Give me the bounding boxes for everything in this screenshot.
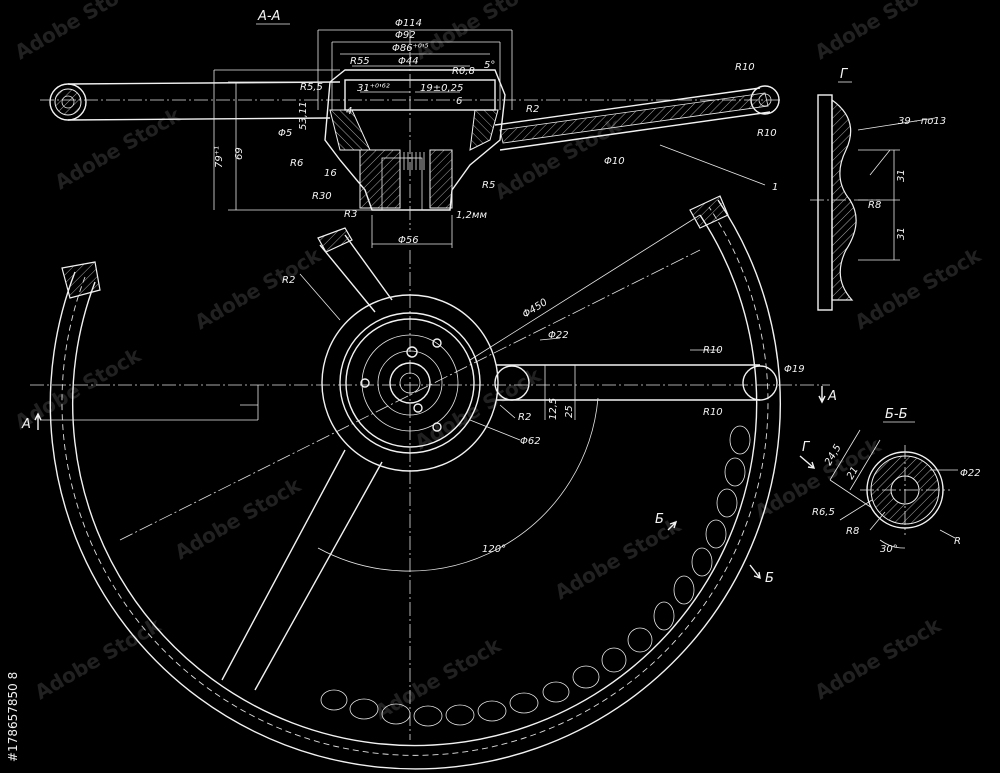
dim-bb-d22: Φ22 [960,468,981,479]
watermark-text: Adobe Stock [191,243,326,335]
dim-g-r8: R8 [868,200,881,211]
section-aa-view: А-А [40,9,780,248]
watermark-text: Adobe Stock [11,0,146,64]
dim-12-5: 12,5 [548,398,559,420]
dim-r30: R30 [312,191,332,202]
dim-d62: Φ62 [520,436,541,447]
dim-d19: 19±0,25 [420,83,463,94]
dim-main-r10a: R10 [703,345,723,356]
watermark-text: Adobe Stock [551,513,686,605]
watermark-text: Adobe Stock [811,0,946,64]
dim-5deg: 5° [484,60,495,71]
dim-main-d22: Φ22 [548,330,569,341]
stock-id-text: #178657850 8 [6,671,20,762]
dim-main-r10b: R10 [703,407,723,418]
dim-teeth: 39 - по13 [898,116,946,127]
dim-g-31a: 31 [896,169,907,182]
dim-4: 4 [346,106,352,117]
dim-d86: Φ86⁺⁰'⁵ [392,43,429,54]
view-g-title: Г [840,67,849,82]
dim-d44: Φ44 [398,56,419,67]
cut-a-right: А [827,389,837,404]
dim-d114: Φ114 [395,18,422,29]
dim-r10-right: R10 [757,128,777,139]
main-plan-view: R2 Φ450 Φ22 R10 Φ19 R10 R2 12,5 25 Φ62 1… [21,195,837,770]
watermark-text: Adobe Stock [811,613,946,705]
dim-25: 25 [564,405,575,418]
dim-main-r2: R2 [282,275,295,286]
dim-120deg: 120° [482,544,506,555]
dim-d5: Φ5 [278,128,292,139]
dim-r10-top: R10 [735,62,755,73]
dim-r5-5: R5,5 [300,82,323,93]
dim-r5: R5 [482,180,495,191]
watermark-text: Adobe Stock [51,103,186,195]
dim-bb-r: R [954,536,961,547]
dim-r0-8: R0,8 [452,66,475,77]
dim-d31: 31⁺⁰'⁶² [357,83,390,94]
watermark-text: Adobe Stock [171,473,306,565]
cut-b-bottom: Б [765,571,774,586]
dim-main-r2b: R2 [518,412,531,423]
watermark-text: Adobe Stock [371,633,506,725]
dim-bb-r8: R8 [846,526,859,537]
section-aa-title: А-А [257,9,280,24]
dim-r55: R55 [350,56,370,67]
dim-d450: Φ450 [521,297,550,321]
dim-d10: Φ10 [604,156,625,167]
stock-id-strip: #178657850 8 [6,500,20,770]
dim-d92: Φ92 [395,30,416,41]
dim-main-d19: Φ19 [784,364,805,375]
dim-part-1: 1 [772,182,778,193]
dim-r2-top: R2 [526,104,539,115]
dim-6: 6 [456,96,462,107]
grip-scallops [320,425,751,727]
section-bb-view: Б-Б 24,5 21 Φ22 R6,5 R8 30° R [812,407,981,555]
watermark-text: Adobe Stock [411,0,546,64]
dim-g-31b: 31 [896,227,907,240]
dim-16: 16 [324,168,337,179]
dim-79: 79⁺¹ [214,146,225,168]
view-g-detail: Г 39 - по13 R8 31 31 [810,67,946,311]
dim-r3: R3 [344,209,357,220]
cut-a-left: А [21,417,31,432]
dim-bb-30deg: 30° [880,544,898,555]
watermark-text: Adobe Stock [851,243,986,335]
dim-d56: Φ56 [398,235,419,246]
dim-1-2mm: 1,2мм [456,210,487,221]
dim-bb-r6-5: R6,5 [812,507,835,518]
dim-69: 69 [234,147,245,160]
dim-r6: R6 [290,158,303,169]
view-g-arrow-label: Г [802,440,811,455]
watermark-text: Adobe Stock [31,613,166,705]
dim-53-11: 53,11 [298,101,309,130]
section-bb-title: Б-Б [885,407,908,422]
cut-b-top: Б [655,512,664,527]
